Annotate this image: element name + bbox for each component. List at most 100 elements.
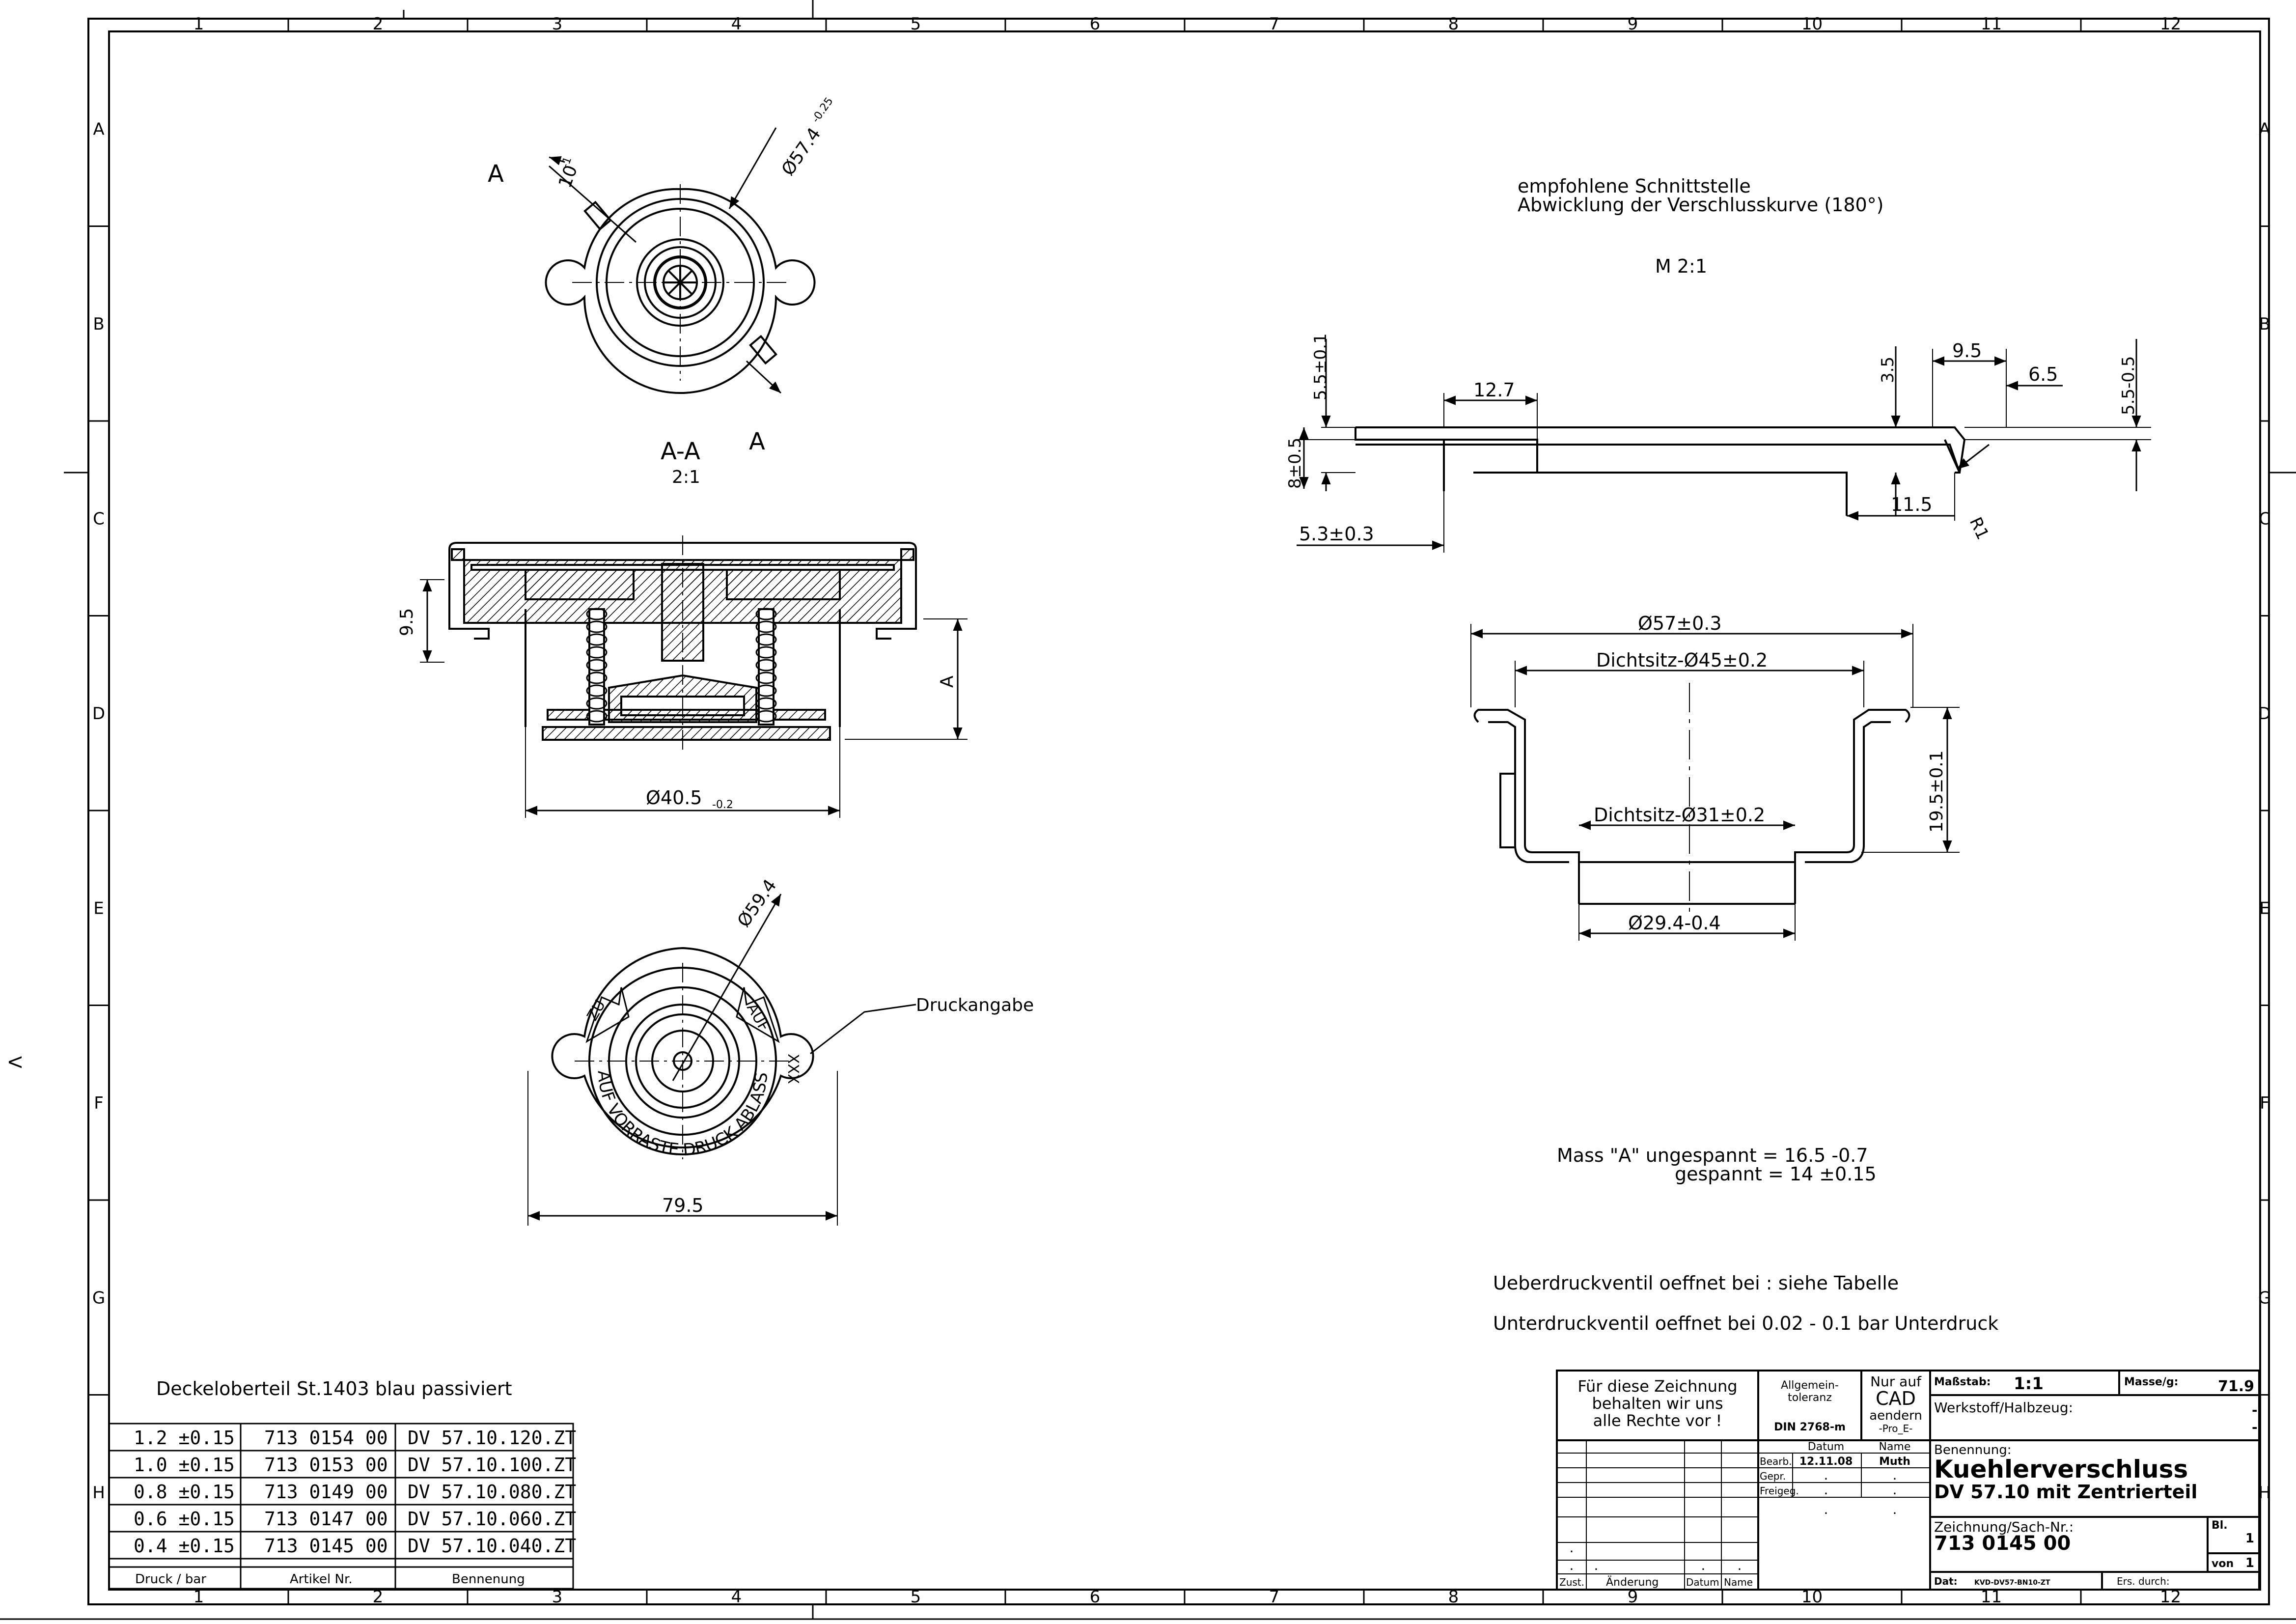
zone-column-top-3: 3 <box>552 14 563 34</box>
material-dash-1: - <box>2252 1402 2258 1418</box>
dim-d4: 5.3±0.3 <box>1299 523 1374 545</box>
mass-label: Masse/g: <box>2124 1376 2178 1388</box>
zone-column-top-6: 6 <box>1090 14 1101 34</box>
table-cell: 713 0154 00 <box>264 1427 388 1449</box>
zone-row-right-H: H <box>2258 1483 2271 1503</box>
table-cell: DV 57.10.100.ZT <box>408 1454 576 1476</box>
spring-coil <box>755 620 777 633</box>
spring-coil <box>755 672 777 684</box>
zone-column-bottom-7: 7 <box>1269 1587 1280 1607</box>
dot-1: . <box>1824 1467 1828 1483</box>
section-letter-bottom: A <box>749 428 765 455</box>
name-header: Name <box>1879 1441 1911 1453</box>
spring-coil <box>586 710 608 723</box>
spring-coil <box>586 620 608 633</box>
spring-coil <box>755 633 777 646</box>
dim-section-height: 9.5 <box>397 608 417 636</box>
revision-status-header: Zust. <box>1559 1576 1584 1588</box>
dot-7: . <box>1570 1540 1574 1556</box>
zone-row-left-D: D <box>92 704 105 724</box>
zone-row-left-B: B <box>93 314 104 334</box>
dim-section-a: A <box>937 675 957 688</box>
scale-value: 1:1 <box>2014 1374 2044 1394</box>
top-view <box>545 127 816 394</box>
zone-row-right-C: C <box>2259 509 2270 529</box>
dot-8: . <box>1570 1557 1574 1573</box>
of-value: 1 <box>2245 1556 2254 1570</box>
dim-flange-inner: Ø29.4-0.4 <box>1628 912 1721 934</box>
dot-10: . <box>1701 1557 1706 1573</box>
dim-flange-seat1: Dichtsitz-Ø45±0.2 <box>1596 649 1768 671</box>
table-cell: 713 0145 00 <box>264 1535 388 1557</box>
detail-note-line1: empfohlene Schnittstelle <box>1518 175 1751 197</box>
note-mass-a-1: Mass "A" ungespannt = 16.5 -0.7 <box>1557 1145 1868 1166</box>
callout-druckangabe: Druckangabe <box>916 995 1034 1015</box>
dot-5: . <box>1824 1501 1828 1517</box>
zone-row-right-E: E <box>2259 898 2269 918</box>
table-header-article: Artikel Nr. <box>290 1572 353 1587</box>
note-mass-a-2: gespannt = 14 ±0.15 <box>1675 1163 1877 1185</box>
dim-d5: 3.5 <box>1878 357 1898 383</box>
file-label: Dat: <box>1934 1575 1958 1587</box>
zone-column-bottom-5: 5 <box>911 1587 921 1607</box>
flange-drawing <box>1470 624 1960 941</box>
cad-note-3: aendern <box>1869 1408 1922 1423</box>
zone-column-top-12: 12 <box>2160 14 2181 34</box>
drawing-title-2: DV 57.10 mit Zentrierteil <box>1934 1481 2197 1503</box>
file-value: KVD-DV57-BN10-ZT <box>1974 1579 2050 1587</box>
parts-table <box>108 1423 574 1590</box>
bearb-label: Bearb. <box>1760 1456 1792 1467</box>
spring-coil <box>755 697 777 710</box>
din-standard: DIN 2768-m <box>1774 1421 1846 1433</box>
material-dash-2: - <box>2252 1419 2258 1435</box>
zone-column-top-11: 11 <box>1981 14 2002 34</box>
dim-section-diameter: Ø40.5 <box>646 787 702 809</box>
cad-note-2: CAD <box>1876 1388 1916 1409</box>
detail-scale: M 2:1 <box>1655 255 1707 277</box>
dim-d2: 12.7 <box>1473 379 1515 401</box>
revision-date-header: Datum <box>1686 1576 1719 1588</box>
section-scale: 2:1 <box>672 467 700 487</box>
table-cell: 1.2 ±0.15 <box>134 1427 235 1449</box>
spring-coil <box>586 684 608 697</box>
zone-row-right-B: B <box>2259 314 2270 334</box>
dim-d6: 9.5 <box>1952 340 1982 362</box>
dot-9: . <box>1594 1557 1599 1573</box>
general-tolerance-2: toleranz <box>1788 1392 1832 1404</box>
zone-column-bottom-3: 3 <box>552 1587 563 1607</box>
naming-label: Benennung: <box>1934 1443 2012 1457</box>
dim-top-diameter-tol: -0.25 <box>810 95 836 125</box>
zone-column-bottom-8: 8 <box>1448 1587 1459 1607</box>
dim-d3: 8±0.5 <box>1285 438 1305 489</box>
zone-column-top-1: 1 <box>194 14 204 34</box>
zone-column-bottom-2: 2 <box>373 1587 384 1607</box>
rights-line2: behalten wir uns <box>1592 1394 1723 1413</box>
table-cell: 713 0147 00 <box>264 1508 388 1530</box>
spring-coil <box>755 710 777 723</box>
label-auf-top: AUF <box>743 1001 773 1035</box>
table-cell: 713 0149 00 <box>264 1481 388 1503</box>
side-mark: V <box>4 1056 25 1068</box>
dim-d8: 5.5-0.5 <box>2119 356 2138 415</box>
label-xxx: XXX <box>784 1054 802 1084</box>
freigeg-label: Freigeg. <box>1760 1485 1799 1497</box>
general-tolerance-1: Allgemein- <box>1781 1379 1839 1392</box>
gepr-label: Gepr. <box>1760 1470 1786 1482</box>
dot-6: . <box>1893 1501 1897 1517</box>
zone-column-bottom-4: 4 <box>731 1587 742 1607</box>
table-cell: 0.4 ±0.15 <box>134 1535 235 1557</box>
spring-coil <box>586 633 608 646</box>
dim-d10: R1 <box>1965 514 1992 543</box>
dim-bottom-width: 79.5 <box>662 1195 704 1216</box>
dot-4: . <box>1893 1482 1897 1498</box>
dim-flange-outer: Ø57±0.3 <box>1638 613 1722 634</box>
dot-11: . <box>1738 1557 1742 1573</box>
note-valve-1: Ueberdruckventil oeffnet bei : siehe Tab… <box>1493 1272 1899 1294</box>
dim-d1: 5.5±0.1 <box>1311 333 1330 400</box>
zone-row-left-C: C <box>93 509 105 529</box>
of-label: von <box>2212 1558 2234 1570</box>
mass-value: 71.9 <box>2218 1378 2254 1395</box>
revision-change-header: Änderung <box>1606 1576 1659 1589</box>
